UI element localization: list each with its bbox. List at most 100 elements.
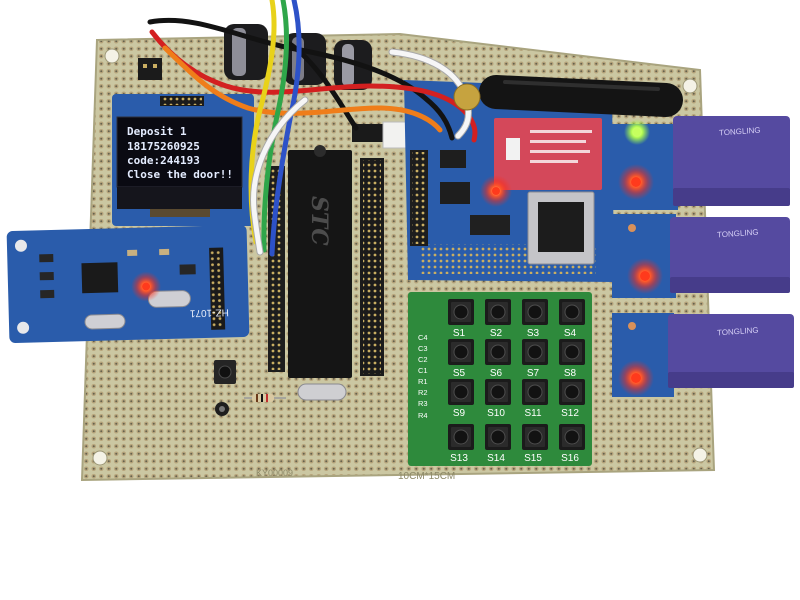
keypad-key-label: S13 [450,453,468,464]
sim-module-logo [506,138,520,160]
keypad-key [558,378,586,406]
power-connector [138,58,162,80]
relay-small-led [628,322,636,330]
mounting-hole [14,239,27,252]
mcu-label: STC [306,196,332,246]
keypad-pin-label: C1 [418,366,428,375]
keypad-key [521,338,549,366]
keypad-key-label: S16 [561,453,579,464]
keypad-key [447,338,475,366]
oled-line-2: 18175260925 [127,140,200,153]
keypad-pin-label: C3 [418,344,428,353]
resistor [244,394,286,402]
push-button [214,360,236,384]
mcu-notch [314,145,326,157]
keypad-key [484,338,512,366]
keypad-key-label: S14 [487,453,505,464]
keypad-pin-label: R4 [418,411,428,420]
mounting-hole [692,447,708,463]
relay-3: TONGLING [612,313,794,397]
led-core [142,282,151,291]
mounting-hole [17,321,30,334]
relay-1: TONGLING [612,116,790,210]
crystal-oscillator [297,383,347,401]
relay-indicator-led-red [618,360,654,396]
clock-module: HZ-1071 [6,225,250,343]
antenna-body [479,75,683,117]
gsm-component [440,150,466,168]
keypad-key-label: S8 [564,368,577,379]
resistor-band [266,394,268,402]
keypad-key [558,338,586,366]
relay-brand-label: TONGLING [717,228,759,240]
oled-glass-edge [117,187,242,209]
crystal-oscillator-body [297,383,347,401]
oled-line-4: Close the door!! [127,168,233,181]
relay-side-face [668,372,794,388]
keypad-4x4: S1 S2 S3 S4 S5 S6 S7 S8 S9 S10 S11 S12 S… [408,292,592,466]
gsm-left-header-pins [412,152,426,244]
keypad-key-label: S6 [490,368,503,379]
keypad-key-label: S12 [561,408,579,419]
mounting-hole [104,48,120,64]
antenna-highlight [503,80,660,91]
resistor-band [261,394,263,402]
gsm-component [470,215,510,235]
sim-card-slot [538,202,584,252]
wire-black [147,17,455,141]
power-connector-body [138,58,162,80]
keypad-pin-label: R2 [418,388,428,397]
relay-body [668,314,794,388]
keypad-key [521,298,549,326]
keypad-key [558,298,586,326]
small-capacitor [215,402,229,416]
led-core [492,187,500,195]
clock-module-component [179,264,196,275]
sim-module-shield [494,118,602,190]
led-core [631,177,641,187]
clock-module-component [39,253,54,263]
keypad-key [484,423,512,451]
keypad-key-label: S11 [524,408,541,419]
keypad-pin-label: C4 [418,333,428,342]
mounting-hole [92,450,108,466]
relay-brand-label: TONGLING [717,326,759,338]
antenna-connector [453,83,481,111]
keypad-key-label: S9 [453,408,466,419]
keypad-key-label: S3 [527,328,540,339]
keypad-key [447,423,475,451]
clock-module-component [39,271,54,281]
relay-indicator-led-green [624,119,650,145]
connector-pin [153,64,157,68]
oled-module: Deposit 1 18175260925 code:244193 Close … [112,94,254,226]
resistor-band [256,394,258,402]
mcu-body [288,150,352,378]
clock-module-component [127,249,138,257]
relay-small-led [628,224,636,232]
sim-module-marking [530,130,592,133]
board-size-label: 10CM*15CM [398,471,455,482]
small-capacitor-top [219,406,225,412]
gsm-module [404,80,614,282]
keypad-key-label: S10 [487,408,505,419]
keypad-key-label: S5 [453,368,466,379]
clock-module-power-led [131,271,162,302]
keypad-key [521,378,549,406]
sim-module-body [494,118,602,190]
board-serial-label: KY00009 [256,468,293,478]
relay-body [673,116,790,206]
clock-module-chip [81,262,119,294]
clock-module-component [40,289,55,299]
keypad-pin-label: R1 [418,377,428,386]
oled-flex-cable [150,209,210,217]
clock-module-component [159,248,170,256]
gsm-component [440,182,470,204]
crystal [84,313,126,330]
keypad-key-label: S15 [524,453,542,464]
clock-module-pin-header-pins [210,249,225,328]
led-core [633,128,641,136]
relay-brand-label: TONGLING [719,126,761,138]
keypad-key [521,423,549,451]
oled-line-3: code:244193 [127,154,200,167]
